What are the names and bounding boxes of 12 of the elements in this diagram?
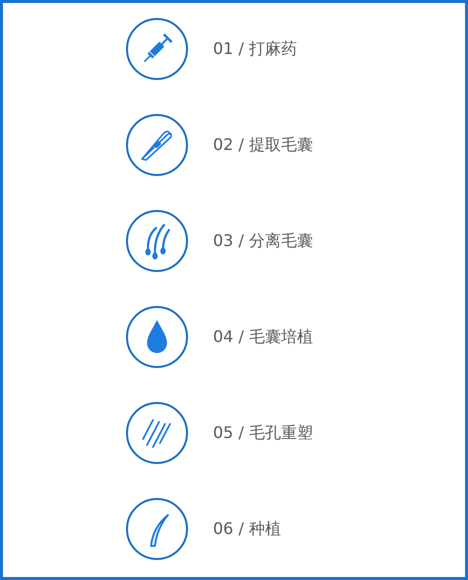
hair-follicle-icon bbox=[126, 498, 188, 560]
step-label: 06 / 种植 bbox=[213, 518, 281, 540]
step-label: 02 / 提取毛囊 bbox=[213, 134, 313, 156]
step-label: 05 / 毛孔重塑 bbox=[213, 422, 313, 444]
diagonal-lines-icon bbox=[126, 402, 188, 464]
step-label: 01 / 打麻药 bbox=[213, 38, 297, 60]
step-label: 04 / 毛囊培植 bbox=[213, 326, 313, 348]
water-drop-icon bbox=[126, 306, 188, 368]
tweezers-icon bbox=[126, 114, 188, 176]
step-label: 03 / 分离毛囊 bbox=[213, 230, 313, 252]
hair-strands-icon bbox=[126, 210, 188, 272]
syringe-icon bbox=[126, 18, 188, 80]
